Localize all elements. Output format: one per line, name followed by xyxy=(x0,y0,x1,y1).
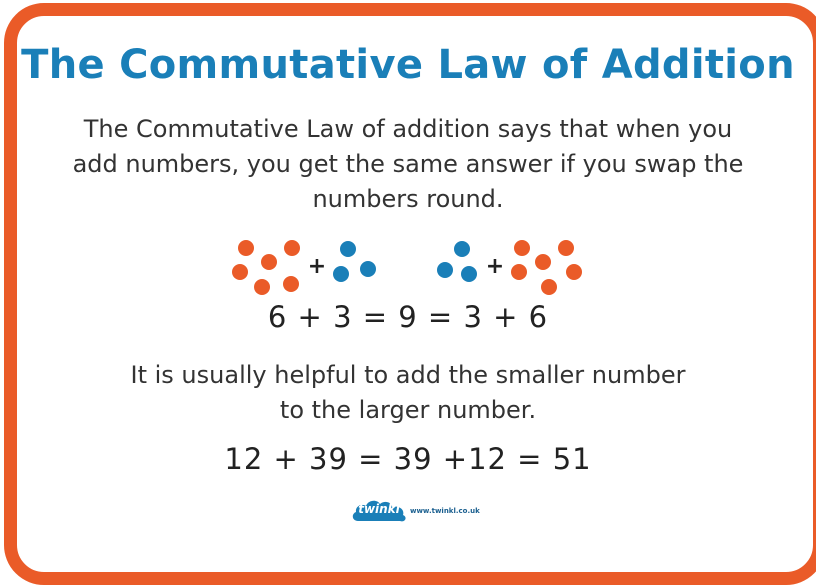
tip-paragraph: It is usually helpful to add the smaller… xyxy=(40,358,776,428)
orange-dot xyxy=(238,240,254,256)
orange-dot xyxy=(232,264,248,280)
cloud-logo-icon xyxy=(352,500,406,522)
blue-dot xyxy=(454,241,470,257)
logo-text: twinkl xyxy=(358,502,400,516)
intro-line: The Commutative Law of addition says tha… xyxy=(83,115,733,143)
blue-dot xyxy=(333,266,349,282)
intro-paragraph: The Commutative Law of addition says tha… xyxy=(40,112,776,217)
orange-dot xyxy=(283,276,299,292)
orange-dot xyxy=(535,254,551,270)
twinkl-logo: twinkl xyxy=(350,497,408,525)
plus-sign: + xyxy=(486,254,504,279)
orange-dot xyxy=(566,264,582,280)
right-dot-group: + xyxy=(437,240,582,295)
blue-dot xyxy=(360,261,376,277)
orange-dot xyxy=(254,279,270,295)
intro-line: numbers round. xyxy=(312,185,504,213)
left-dot-group: + xyxy=(232,240,376,295)
tip-line: It is usually helpful to add the smaller… xyxy=(130,361,686,389)
orange-dot xyxy=(541,279,557,295)
blue-dot xyxy=(461,266,477,282)
blue-dot xyxy=(340,241,356,257)
equation-commutative: 6 + 3 = 9 = 3 + 6 xyxy=(267,300,549,334)
intro-line: add numbers, you get the same answer if … xyxy=(72,150,744,178)
orange-dot xyxy=(284,240,300,256)
poster-title: The Commutative Law of Addition xyxy=(21,42,795,88)
orange-dot xyxy=(261,254,277,270)
tip-line: to the larger number. xyxy=(279,396,537,424)
equation-example: 12 + 39 = 39 +12 = 51 xyxy=(224,442,592,476)
orange-dot xyxy=(558,240,574,256)
orange-dot xyxy=(511,264,527,280)
orange-dot xyxy=(514,240,530,256)
footer-url[interactable]: www.twinkl.co.uk xyxy=(410,507,480,515)
plus-sign: + xyxy=(308,254,326,279)
blue-dot xyxy=(437,262,453,278)
